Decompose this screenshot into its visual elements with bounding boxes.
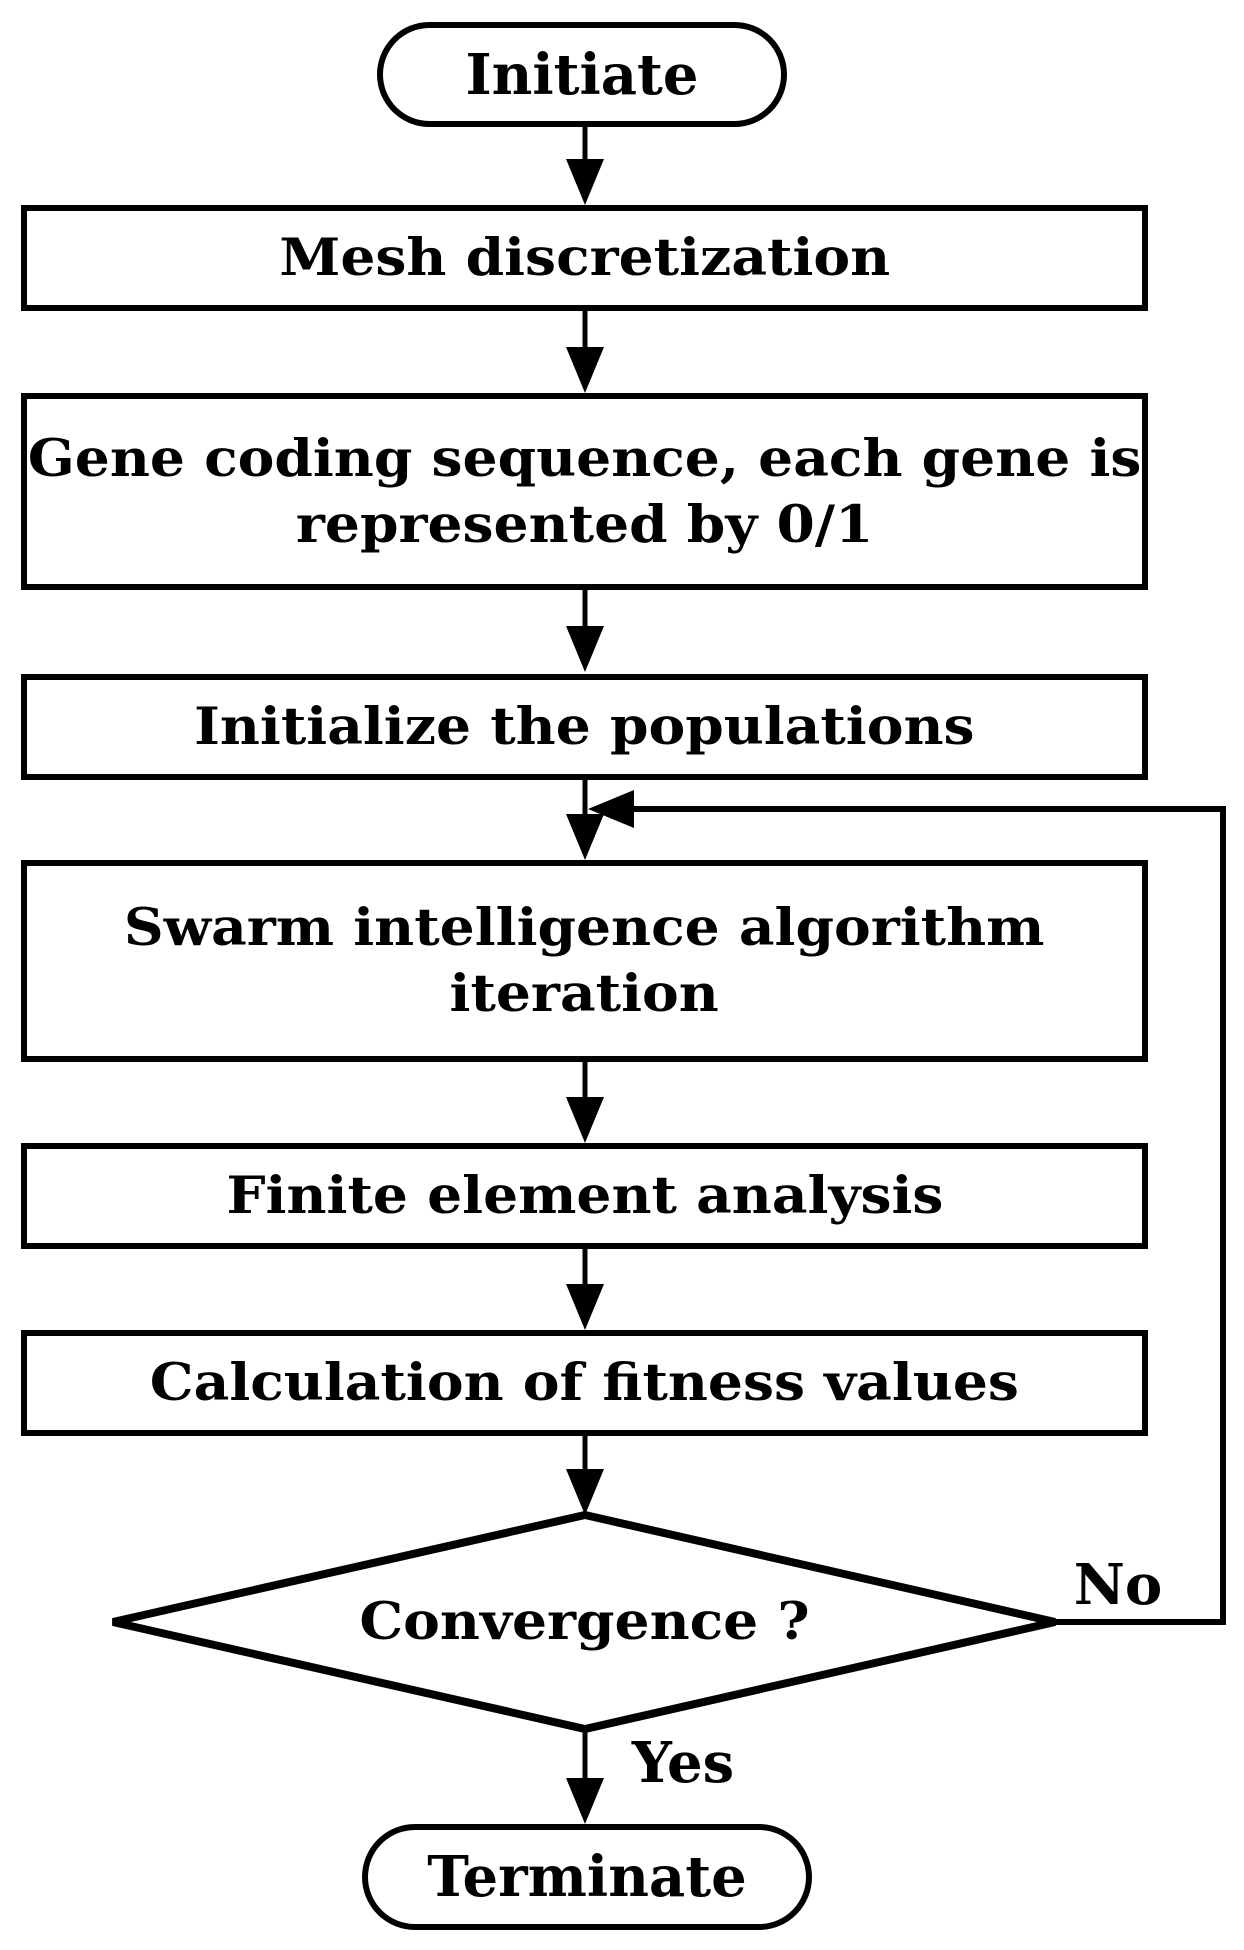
arrow-convergence-to-terminate	[566, 1729, 604, 1824]
node-convergence-label: Convergence ?	[358, 1592, 810, 1652]
arrow-gene-to-initialize	[566, 590, 604, 672]
arrow-fitness-to-convergence	[566, 1436, 604, 1515]
arrow-swarm-to-fea	[566, 1062, 604, 1143]
node-finite-element-analysis: Finite element analysis	[21, 1143, 1148, 1249]
arrow-initiate-to-mesh	[566, 127, 604, 205]
node-convergence-label-wrap: Convergence ?	[284, 1589, 884, 1655]
node-finite-element-analysis-label: Finite element analysis	[226, 1166, 943, 1226]
feedback-loop-no	[588, 790, 1226, 1625]
node-swarm-iteration-label: Swarm intelligence algorithm iteration	[124, 898, 1045, 1024]
edge-label-no: No	[1073, 1552, 1163, 1618]
node-fitness-calculation: Calculation of fitness values	[21, 1330, 1148, 1436]
node-mesh-discretization: Mesh discretization	[21, 205, 1148, 311]
node-initialize-populations-label: Initialize the populations	[194, 697, 975, 757]
node-initiate: Initiate	[377, 22, 787, 127]
node-fitness-calculation-label: Calculation of fitness values	[149, 1353, 1020, 1413]
node-gene-coding: Gene coding sequence, each gene is repre…	[21, 393, 1148, 590]
node-initiate-label: Initiate	[465, 41, 699, 108]
node-terminate: Terminate	[362, 1824, 812, 1930]
arrow-initialize-to-swarm	[566, 780, 604, 860]
arrow-fea-to-fitness	[566, 1249, 604, 1330]
edge-label-yes: Yes	[631, 1730, 735, 1796]
node-gene-coding-label: Gene coding sequence, each gene is repre…	[27, 428, 1142, 555]
arrow-mesh-to-gene	[566, 311, 604, 393]
node-terminate-label: Terminate	[427, 1844, 747, 1910]
node-mesh-discretization-label: Mesh discretization	[279, 228, 890, 288]
node-initialize-populations: Initialize the populations	[21, 674, 1148, 780]
node-swarm-iteration: Swarm intelligence algorithm iteration	[21, 860, 1148, 1062]
